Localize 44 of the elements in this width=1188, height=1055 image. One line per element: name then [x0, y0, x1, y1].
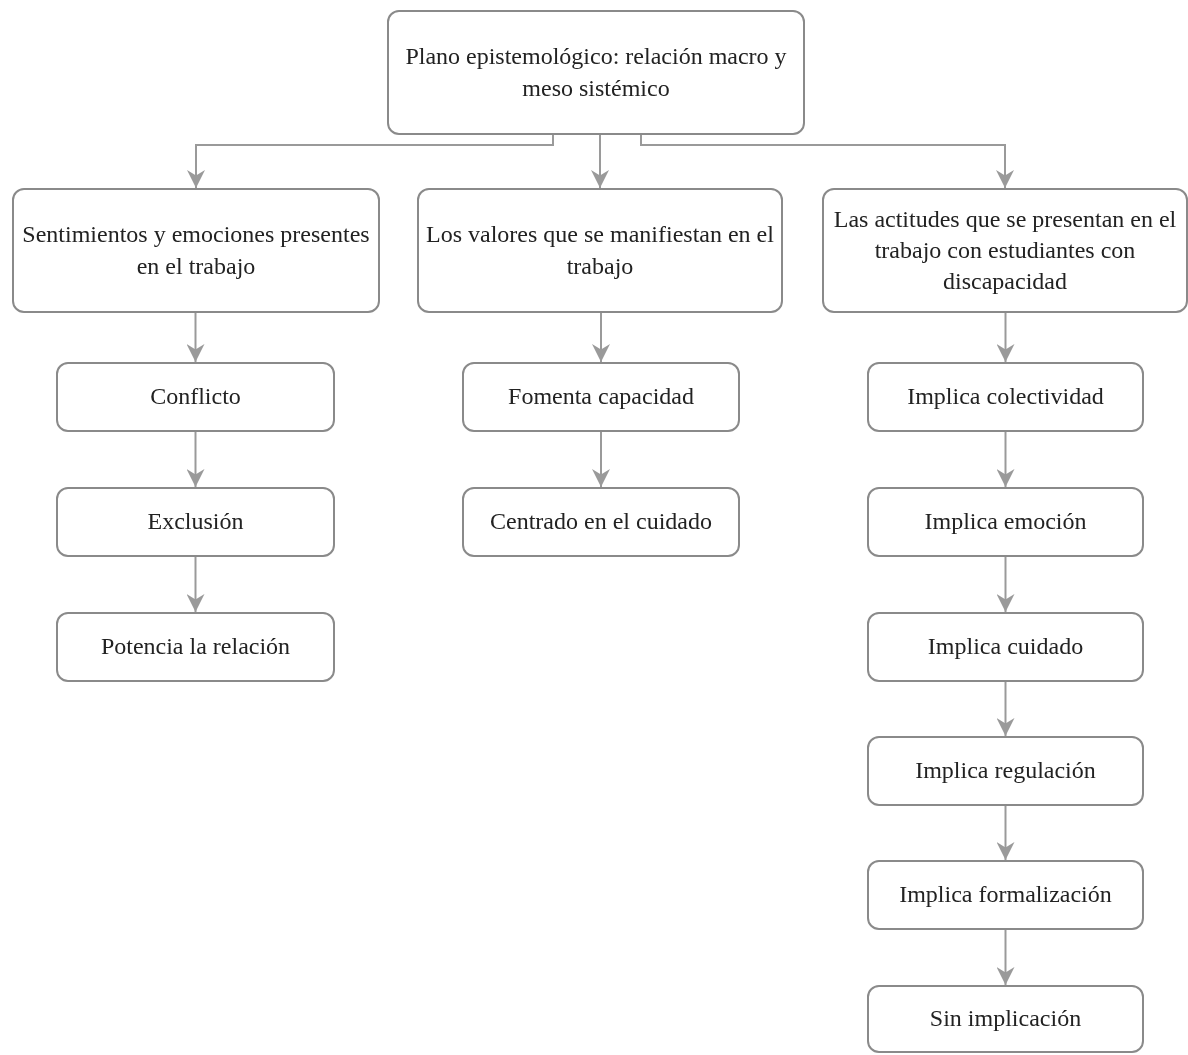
process-box	[867, 362, 1144, 432]
process-box	[867, 860, 1144, 930]
box-label: Sentimientos y emociones presentes en el trabajo	[21, 220, 371, 281]
box-label: Las actitudes que se presentan en el trabajo con estudiantes con discapacidad	[832, 204, 1178, 297]
box-label: Potencia la relación	[100, 632, 291, 662]
process-box	[417, 188, 783, 313]
box-label: Implica cuidado	[927, 632, 1084, 662]
process-box	[822, 188, 1188, 313]
box-label: Fomenta capacidad	[508, 382, 694, 412]
arrow	[591, 134, 609, 189]
process-box	[56, 487, 335, 557]
box-label: Plano epistemológico: relación macro y meso sistémico	[404, 42, 788, 103]
process-box	[56, 362, 335, 432]
process-box	[12, 188, 380, 313]
arrow	[186, 556, 205, 613]
box-label: Implica emoción	[924, 507, 1087, 537]
arrow	[996, 312, 1015, 363]
box-label: Conflicto	[150, 382, 241, 412]
process-box	[387, 10, 805, 135]
box-label: Sin implicación	[929, 1004, 1082, 1034]
process-box	[867, 985, 1144, 1053]
process-box	[867, 487, 1144, 557]
arrow	[996, 929, 1015, 986]
arrow	[186, 431, 205, 488]
process-box	[867, 736, 1144, 806]
box-label: Implica colectividad	[907, 382, 1104, 412]
arrow	[187, 134, 554, 189]
arrow	[996, 431, 1015, 488]
arrow	[592, 431, 610, 488]
arrow	[996, 805, 1015, 861]
arrow	[996, 556, 1015, 613]
box-label: Exclusión	[147, 507, 244, 537]
box-label: Los valores que se manifiestan en el trabajo	[425, 220, 775, 281]
process-box	[867, 612, 1144, 682]
process-box	[56, 612, 335, 682]
process-box	[462, 487, 740, 557]
box-label: Implica formalización	[899, 880, 1112, 910]
box-label: Implica regulación	[915, 756, 1096, 786]
arrow	[996, 681, 1015, 737]
arrow	[640, 134, 1014, 189]
arrow	[186, 312, 205, 363]
arrow	[592, 312, 610, 363]
box-label: Centrado en el cuidado	[490, 507, 712, 537]
process-box	[462, 362, 740, 432]
